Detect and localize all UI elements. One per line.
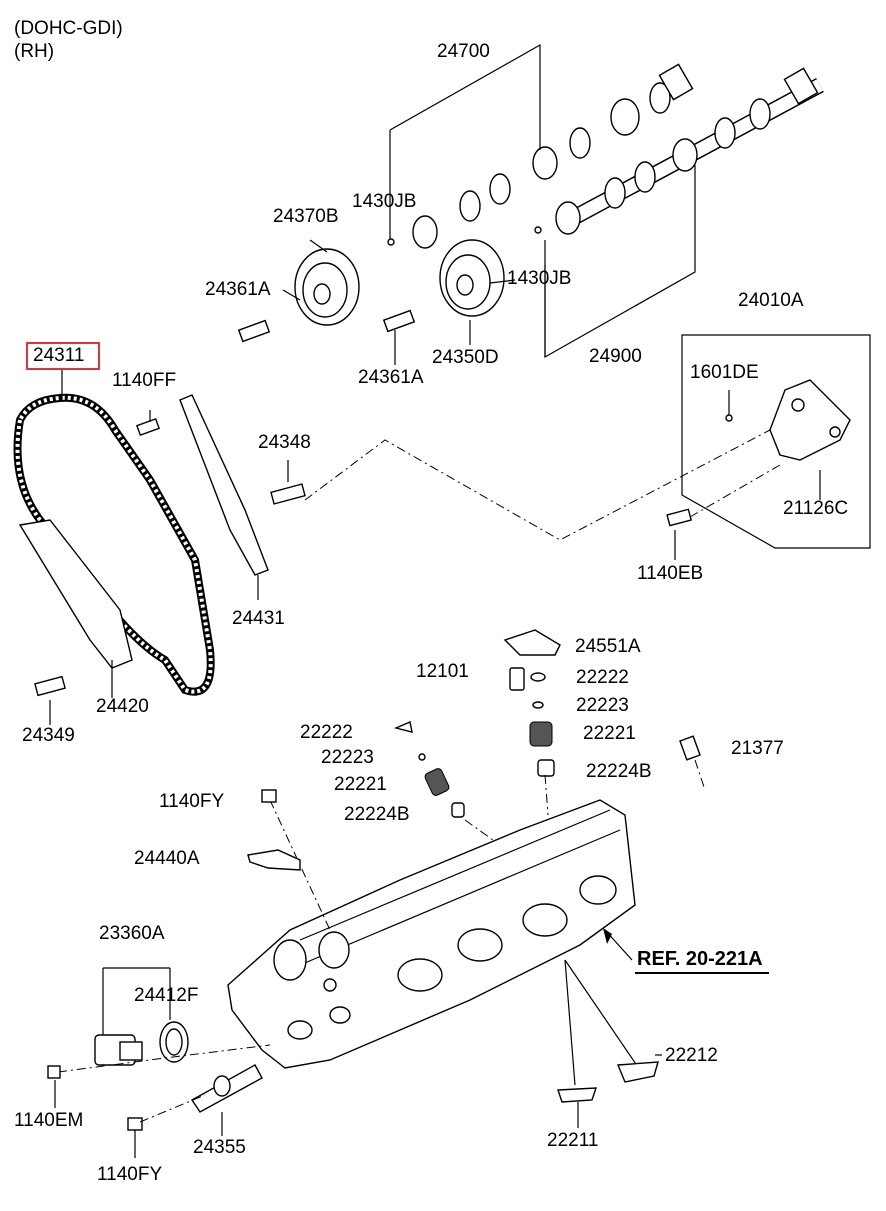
label-24355[interactable]: 24355 [193, 1137, 246, 1158]
bolt-24361a-left[interactable] [237, 319, 271, 343]
ocv-23360a[interactable] [94, 1034, 143, 1066]
label-24311[interactable]: 24311 [33, 345, 85, 366]
cvvt-sprocket-exhaust[interactable] [439, 239, 505, 317]
exhaust-valve-22212[interactable] [564, 959, 659, 1083]
chain-guide-24431[interactable] [179, 394, 269, 576]
label-22221-right[interactable]: 22221 [583, 723, 636, 744]
exhaust-camshaft[interactable] [555, 67, 824, 235]
spring-22221-left[interactable] [424, 767, 450, 796]
label-22211[interactable]: 22211 [547, 1130, 599, 1151]
label-24412f[interactable]: 24412F [134, 985, 199, 1006]
seal-22224b-right[interactable] [537, 759, 555, 777]
ocv-filter-24355[interactable] [190, 1064, 263, 1113]
label-1140fy-top[interactable]: 1140FY [159, 791, 225, 812]
timing-chain-24311[interactable] [13, 393, 215, 696]
label-24010a[interactable]: 24010A [738, 290, 804, 311]
label-24900[interactable]: 24900 [589, 346, 642, 367]
label-1430jb-mid[interactable]: 1430JB [507, 268, 572, 289]
label-22221-left[interactable]: 22221 [334, 774, 387, 795]
sensor-21377[interactable] [679, 735, 701, 761]
label-21377[interactable]: 21377 [731, 738, 784, 759]
intake-valve-22211[interactable] [557, 959, 597, 1103]
bank-side: (RH) [14, 41, 55, 62]
rocker-24551a[interactable] [503, 629, 561, 656]
bolt-24349[interactable] [34, 675, 66, 697]
bolt-1140eb[interactable] [666, 508, 693, 527]
reference-link[interactable]: REF. 20-221A [637, 948, 763, 970]
gasket-24412f[interactable] [159, 1021, 189, 1063]
label-1140em[interactable]: 1140EM [14, 1110, 84, 1131]
label-21126c[interactable]: 21126C [783, 498, 849, 519]
label-22224b-right[interactable]: 22224B [586, 761, 652, 782]
bracket-24440a[interactable] [247, 849, 301, 871]
label-1140ff[interactable]: 1140FF [112, 370, 177, 391]
bolt-24361a-mid[interactable] [382, 309, 416, 333]
label-24700[interactable]: 24700 [437, 41, 490, 62]
label-24348[interactable]: 24348 [258, 432, 311, 453]
label-1140eb[interactable]: 1140EB [637, 563, 704, 584]
label-1601de[interactable]: 1601DE [690, 362, 759, 383]
intake-camshaft[interactable] [412, 63, 694, 249]
label-24431[interactable]: 24431 [232, 608, 285, 629]
lash-adjuster-12101[interactable] [509, 667, 525, 691]
label-12101[interactable]: 12101 [416, 661, 469, 682]
label-22223-left[interactable]: 22223 [321, 747, 374, 768]
cylinder-head[interactable] [227, 799, 636, 1069]
key-22223-right[interactable] [532, 701, 544, 709]
retainer-22222-left[interactable] [393, 721, 413, 733]
label-24349[interactable]: 24349 [22, 725, 75, 746]
selected-part-highlight [26, 342, 100, 370]
bolt-1140fy-top[interactable] [261, 789, 277, 803]
retainer-22222-right[interactable] [530, 672, 546, 682]
label-24370b[interactable]: 24370B [273, 206, 339, 227]
label-1140fy-bottom[interactable]: 1140FY [97, 1164, 163, 1185]
label-24350d[interactable]: 24350D [432, 347, 499, 368]
label-23360a[interactable]: 23360A [99, 923, 165, 944]
reference-underline [635, 972, 769, 974]
label-1430jb-top[interactable]: 1430JB [352, 191, 417, 212]
bracket-24010a[interactable] [769, 379, 851, 461]
bolt-24348[interactable] [270, 483, 306, 505]
label-24420[interactable]: 24420 [96, 696, 149, 717]
label-22224b-left[interactable]: 22224B [344, 804, 410, 825]
label-22222-right[interactable]: 22222 [576, 667, 629, 688]
cvvt-sprocket-intake[interactable] [294, 248, 360, 326]
engine-variant: (DOHC-GDI) [14, 18, 123, 39]
spring-22221-right[interactable] [529, 721, 553, 747]
key-22223-left[interactable] [418, 753, 426, 761]
label-22222-left[interactable]: 22222 [300, 722, 353, 743]
bolt-1140fy-bottom[interactable] [127, 1117, 143, 1131]
bolt-1140em[interactable] [47, 1065, 61, 1079]
chain-tensioner-arm-24420[interactable] [18, 519, 133, 669]
bolt-1140ff[interactable] [135, 417, 161, 437]
label-22212[interactable]: 22212 [665, 1045, 718, 1066]
label-24361a-mid[interactable]: 24361A [358, 367, 424, 388]
label-24361a-left[interactable]: 24361A [205, 279, 271, 300]
label-22223-right[interactable]: 22223 [576, 695, 629, 716]
label-24551a[interactable]: 24551A [575, 636, 641, 657]
seal-22224b-left[interactable] [451, 802, 465, 818]
label-24440a[interactable]: 24440A [134, 848, 200, 869]
